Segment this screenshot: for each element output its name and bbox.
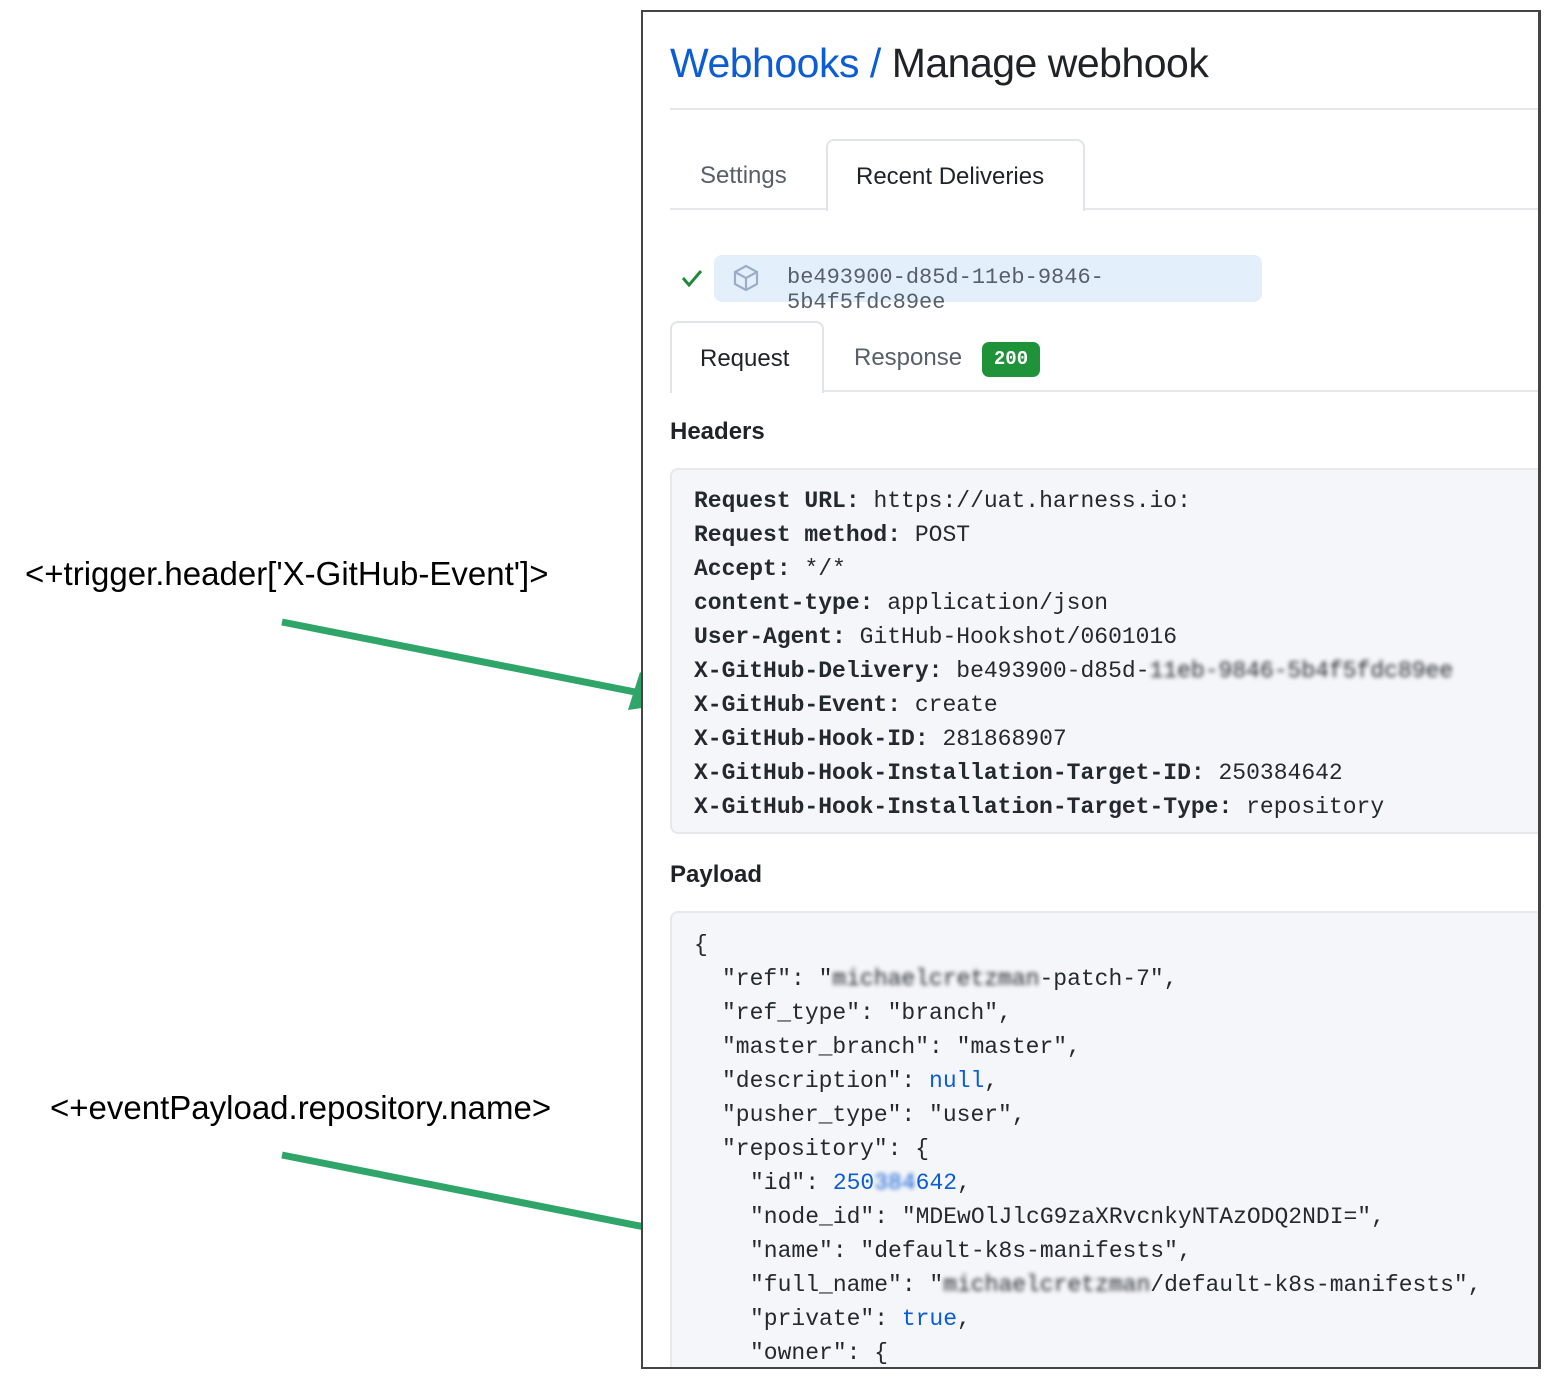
payload-master-branch: "master_branch": "master",: [722, 1034, 1081, 1060]
headers-box: Request URL: https://uat.harness.io:Requ…: [670, 468, 1538, 834]
header-value: */*: [804, 556, 846, 582]
header-value: 250384642: [1218, 760, 1343, 786]
header-value: create: [914, 692, 998, 718]
redacted-text: michaelcretzman: [832, 966, 1040, 992]
payload-repo-id: "id": 250384642,: [750, 1170, 971, 1196]
header-row: Accept: */*: [694, 552, 846, 586]
header-row: X-GitHub-Hook-Installation-Target-Type: …: [694, 790, 1384, 824]
arrow-to-event-header: [281, 618, 682, 710]
redacted-text: 11eb-9846-5b4f5fdc89ee: [1149, 658, 1454, 684]
payload-ref-type: "ref_type": "branch",: [722, 1000, 1012, 1026]
tab-request[interactable]: Request: [670, 321, 824, 393]
header-row: Request method: POST: [694, 518, 970, 552]
header-value: be493900-d85d-: [956, 658, 1150, 684]
header-key: X-GitHub-Event:: [694, 692, 902, 718]
header-value: https://uat.harness.io:: [873, 488, 1191, 514]
payload-node-id: "node_id": "MDEwOlJlcG9zaXRvcnkyNTAzODQ2…: [750, 1204, 1385, 1230]
payload-description: "description": null,: [722, 1068, 999, 1094]
header-key: X-GitHub-Hook-ID:: [694, 726, 929, 752]
header-key: X-GitHub-Hook-Installation-Target-ID:: [694, 760, 1205, 786]
header-key: X-GitHub-Hook-Installation-Target-Type:: [694, 794, 1233, 820]
header-row: User-Agent: GitHub-Hookshot/0601016: [694, 620, 1177, 654]
status-badge: 200: [982, 342, 1040, 377]
payload-repo-name: "name": "default-k8s-manifests",: [750, 1238, 1192, 1264]
webhook-panel: Webhooks / Manage webhook Settings Recen…: [641, 10, 1541, 1369]
tab-response[interactable]: Response: [854, 344, 963, 371]
header-row: Request URL: https://uat.harness.io:: [694, 484, 1191, 518]
delivery-id: be493900-d85d-11eb-9846-5b4f5fdc89ee: [787, 265, 1104, 315]
tab-label: Request: [700, 345, 790, 372]
tab-recent-deliveries[interactable]: Recent Deliveries: [826, 139, 1085, 211]
delivery-item[interactable]: be493900-d85d-11eb-9846-5b4f5fdc89ee: [714, 255, 1262, 315]
header-key: Accept:: [694, 556, 791, 582]
header-row: X-GitHub-Event: create: [694, 688, 998, 722]
header-key: User-Agent:: [694, 624, 846, 650]
tab-label: Recent Deliveries: [856, 163, 1045, 190]
payload-full-name: "full_name": "michaelcretzman/default-k8…: [750, 1272, 1482, 1298]
breadcrumb-separator: /: [869, 40, 881, 86]
header-key: Request method:: [694, 522, 902, 548]
breadcrumb-webhooks[interactable]: Webhooks: [670, 40, 859, 86]
page-title-text: Manage webhook: [891, 40, 1209, 86]
payload-private: "private": true,: [750, 1306, 971, 1332]
tabs-baseline: [670, 208, 1538, 210]
annotation-trigger-header: <+trigger.header['X-GitHub-Event']>: [25, 555, 549, 592]
headers-heading: Headers: [670, 418, 765, 445]
header-value: repository: [1246, 794, 1385, 820]
tab-settings[interactable]: Settings: [700, 162, 787, 189]
page-title: Webhooks / Manage webhook: [670, 40, 1209, 87]
subtabs-baseline: [670, 390, 1538, 392]
payload-ref: "ref": "michaelcretzman-patch-7",: [722, 966, 1178, 992]
header-value: application/json: [887, 590, 1109, 616]
redacted-text: michaelcretzman: [943, 1272, 1151, 1298]
header-value: POST: [914, 522, 971, 548]
divider: [670, 108, 1538, 110]
payload-repository: "repository": {: [722, 1136, 930, 1162]
header-value: 281868907: [942, 726, 1067, 752]
payload-line: {: [694, 932, 708, 958]
payload-box: { "ref": "michaelcretzman-patch-7", "ref…: [670, 911, 1538, 1367]
header-row: content-type: application/json: [694, 586, 1108, 620]
redacted-text: 384: [874, 1170, 916, 1196]
payload-pusher-type: "pusher_type": "user",: [722, 1102, 1026, 1128]
header-key: content-type:: [694, 590, 874, 616]
header-key: X-GitHub-Delivery:: [694, 658, 943, 684]
header-key: Request URL:: [694, 488, 860, 514]
header-row: X-GitHub-Hook-ID: 281868907: [694, 722, 1067, 756]
check-icon: [681, 270, 703, 288]
package-icon: [733, 264, 759, 292]
header-row: X-GitHub-Delivery: be493900-d85d-11eb-98…: [694, 654, 1453, 688]
header-value: GitHub-Hookshot/0601016: [859, 624, 1178, 650]
payload-heading: Payload: [670, 861, 763, 888]
header-row: X-GitHub-Hook-Installation-Target-ID: 25…: [694, 756, 1343, 790]
annotation-event-payload: <+eventPayload.repository.name>: [50, 1089, 552, 1126]
payload-owner: "owner": {: [750, 1340, 889, 1366]
